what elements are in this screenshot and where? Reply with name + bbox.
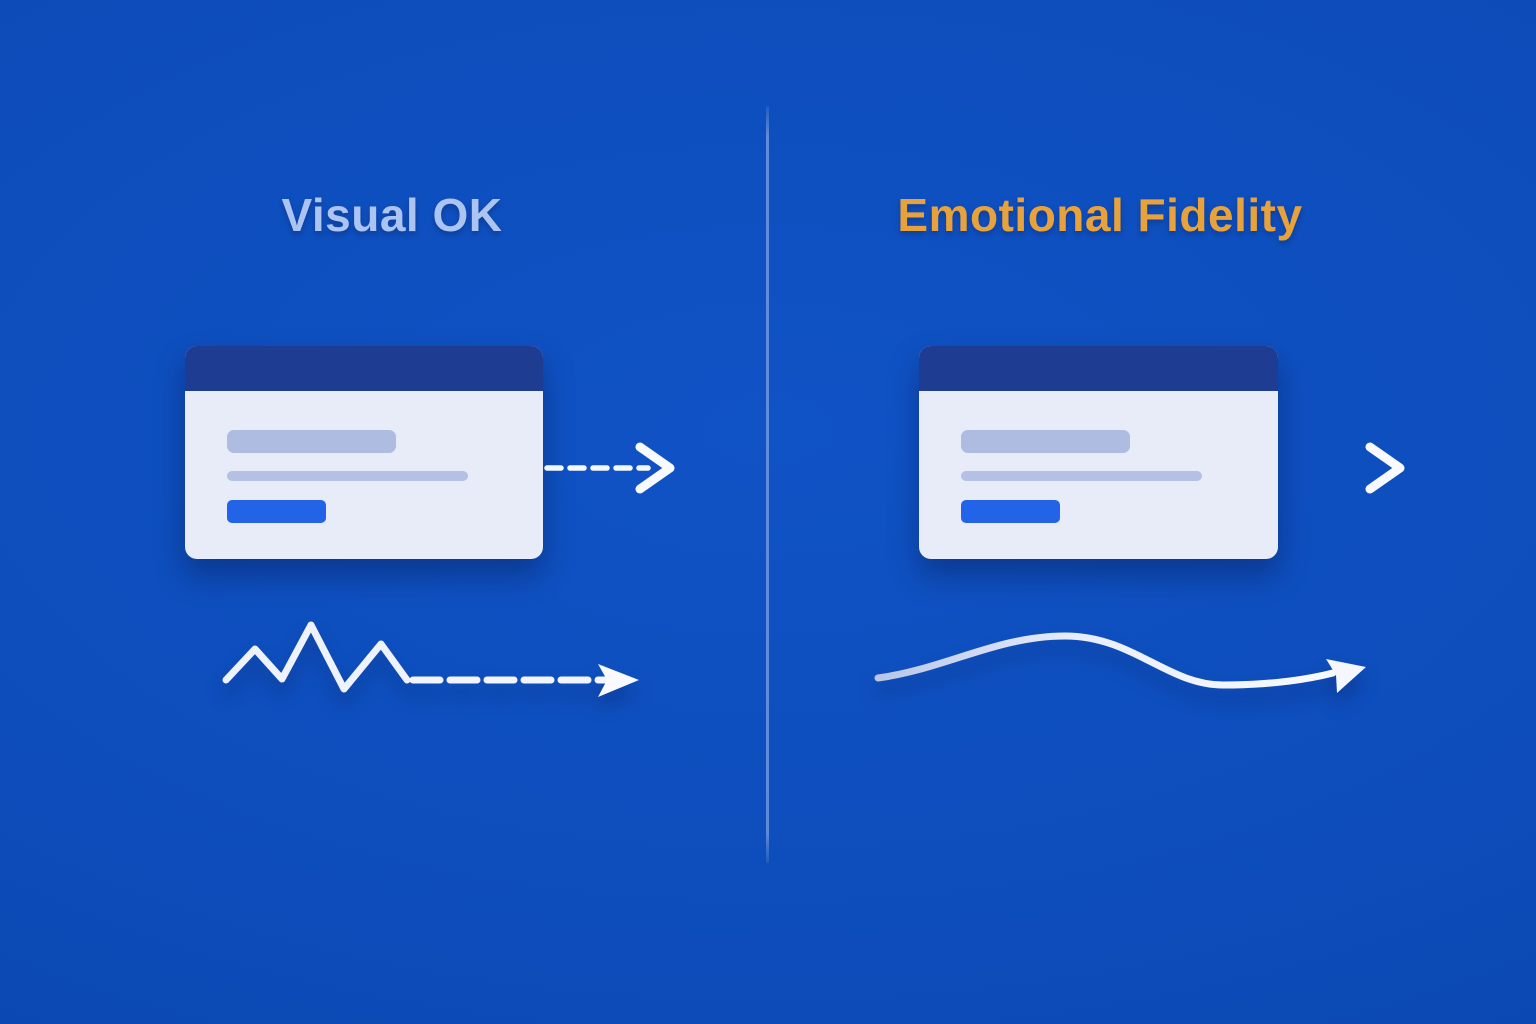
left-panel-title: Visual OK bbox=[281, 189, 503, 241]
left-window-mockup bbox=[185, 346, 543, 559]
right-mock-title-bar bbox=[919, 346, 1278, 391]
right-mock-text-line-placeholder bbox=[961, 471, 1202, 481]
right-mock-button-placeholder bbox=[961, 500, 1060, 523]
right-window-mockup bbox=[919, 346, 1278, 559]
right-panel-title: Emotional Fidelity bbox=[897, 189, 1303, 241]
right-mock-heading-placeholder bbox=[961, 430, 1130, 453]
left-mock-text-line-placeholder bbox=[227, 471, 468, 481]
smooth-wave-arrow-icon bbox=[874, 632, 1366, 693]
solid-arrow-right-icon bbox=[1274, 442, 1405, 494]
vertical-divider bbox=[766, 106, 769, 863]
dashed-arrow-right-icon bbox=[544, 442, 675, 494]
left-mock-heading-placeholder bbox=[227, 430, 396, 453]
left-mock-button-placeholder bbox=[227, 500, 326, 523]
zigzag-dashed-arrow-icon bbox=[154, 621, 639, 697]
left-mock-title-bar bbox=[185, 346, 543, 391]
